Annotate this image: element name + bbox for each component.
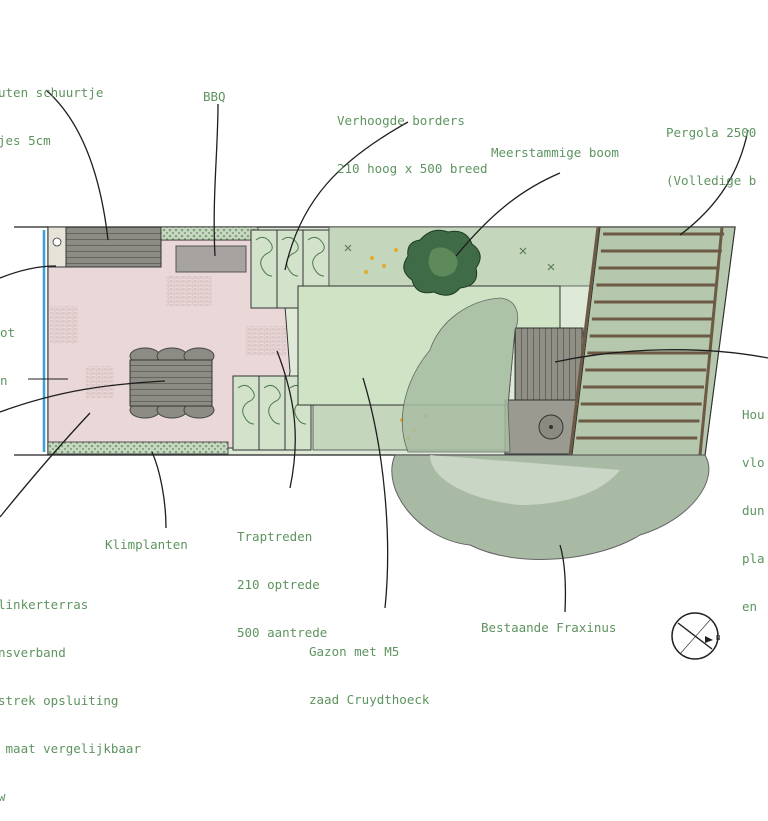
pergola-post-line [698, 226, 724, 456]
label-existing-tree: Bestaande Fraxinus [481, 620, 617, 635]
label-left-a: ot n [0, 293, 15, 405]
leader-terras [0, 412, 91, 518]
leader-pergola [679, 129, 749, 236]
pergola [568, 226, 736, 456]
wooden-deck [504, 327, 584, 455]
label-steps-line1: Traptreden [237, 529, 313, 544]
label-lawn-line1: Gazon met M5 [309, 644, 400, 659]
pergola-post-line [568, 226, 600, 456]
label-lawn: Gazon met M5 zaad Cruydthoeck [309, 612, 429, 724]
label-steps-line3: 500 aantrede [237, 625, 328, 640]
label-hout-line3: dun [742, 503, 765, 518]
compass-north-label: N [716, 634, 721, 642]
label-shed-line1: uten schuurtje [0, 85, 104, 100]
label-borders-line1: Verhoogde borders [337, 113, 465, 128]
label-wood-floor: Hou vlo dun pla en [742, 375, 765, 631]
leader-left-table [0, 380, 166, 413]
label-hout-line5: en [742, 599, 758, 614]
label-borders-line2: 210 hoog x 500 breed [337, 161, 488, 176]
bbq-unit [175, 245, 247, 273]
multi-stem-tree [403, 229, 481, 296]
label-left-a-line1: ot [0, 325, 16, 340]
leader-traptreden [276, 350, 296, 489]
label-terrace-line1: linkerterras [0, 597, 89, 612]
label-hout-line2: vlo [742, 455, 765, 470]
label-pergola-line2: (Volledige b [666, 173, 757, 188]
leader-fraxinus [559, 544, 567, 613]
label-hout-line4: pla [742, 551, 765, 566]
top-border-planting [47, 226, 259, 455]
raised-borders-lower [232, 375, 312, 451]
label-pergola-line1: Pergola 2500 [666, 125, 757, 140]
label-steps: Traptreden 210 optrede 500 aantrede [237, 497, 327, 657]
garden-design-plan: uten schuurtje jes 5cm BBQ Verhoogde bor… [0, 53, 768, 804]
label-terrace-line3: strek opsluiting [0, 693, 119, 708]
leader-boom [455, 172, 561, 257]
label-raised-borders: Verhoogde borders 210 hoog x 500 breed [337, 81, 488, 193]
label-terrace-line2: nsverband [0, 645, 66, 660]
label-lawn-line2: zaad Cruydthoeck [309, 692, 430, 707]
label-terrace-line4: maat vergelijkbaar [0, 741, 141, 756]
label-climbers: Klimplanten [105, 537, 188, 552]
leader-left-a [0, 265, 57, 279]
label-shed: uten schuurtje jes 5cm [0, 53, 103, 165]
label-terrace: linkerterras nsverband strek opsluiting … [0, 565, 141, 821]
leader-lines [0, 89, 768, 613]
leader-bbq [213, 103, 219, 257]
label-terrace-line5: w [0, 789, 6, 804]
label-bbq: BBQ [203, 89, 226, 104]
label-hout-line1: Hou [742, 407, 765, 422]
label-steps-line2: 210 optrede [237, 577, 320, 592]
label-multi-stem-tree: Meerstammige boom [491, 145, 619, 160]
leader-gazon [362, 377, 389, 609]
label-left-a-line2: n [0, 373, 8, 388]
garden-plan-drawing [0, 89, 768, 660]
label-shed-line2: jes 5cm [0, 133, 51, 148]
terrace-area [47, 239, 291, 449]
leader-borders [284, 121, 409, 271]
leader-hout [554, 349, 768, 363]
existing-tree-fraxinus [391, 297, 710, 560]
leader-schuurtje [45, 89, 109, 241]
north-compass [671, 612, 719, 660]
shed [47, 226, 162, 268]
label-pergola: Pergola 2500 (Volledige b [666, 93, 756, 205]
leader-klimplanten [151, 451, 167, 529]
